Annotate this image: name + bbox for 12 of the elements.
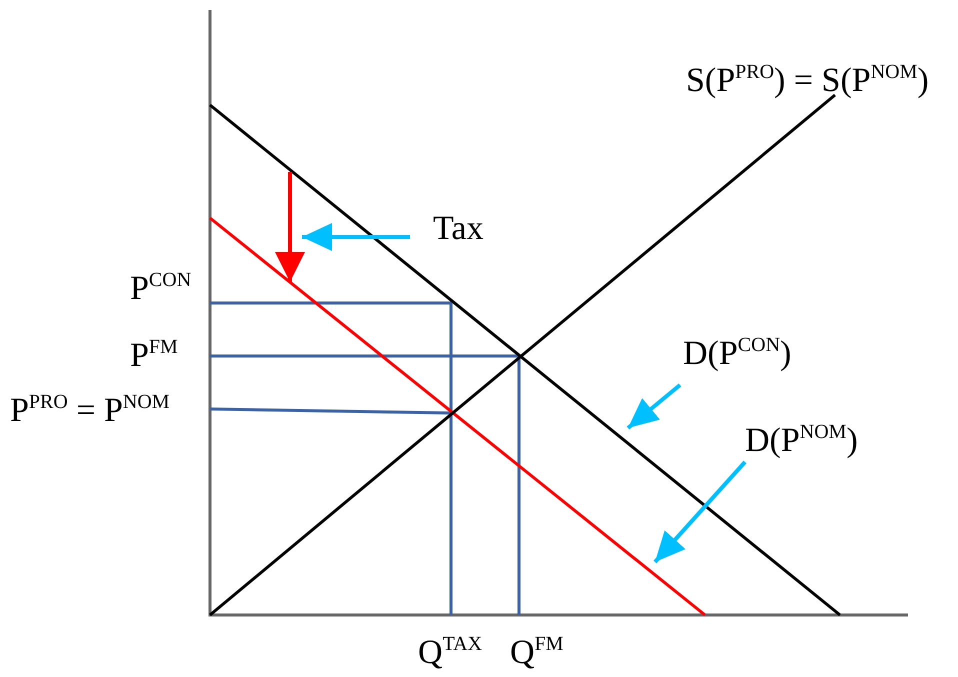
leader-line (654, 460, 746, 564)
axis-label: Q$^{FM}$ (510, 634, 564, 670)
curve-label: D(P$^{CON}$) (683, 335, 792, 371)
axis-label: P$^{FM}$ (130, 337, 178, 373)
axis-label: Q$^{TAX}$ (418, 634, 482, 670)
leader-line (626, 383, 682, 430)
axis-label: P$^{PRO}$ = P$^{NOM}$ (10, 392, 170, 428)
axis-label: P$^{CON}$ (130, 270, 192, 306)
curve-label: D(P$^{NOM}$) (745, 422, 858, 458)
curve-label: Tax (433, 212, 484, 246)
leader-line (302, 223, 410, 251)
curve-label: S(P$^{PRO}$) = S(P$^{NOM}$) (686, 62, 929, 98)
